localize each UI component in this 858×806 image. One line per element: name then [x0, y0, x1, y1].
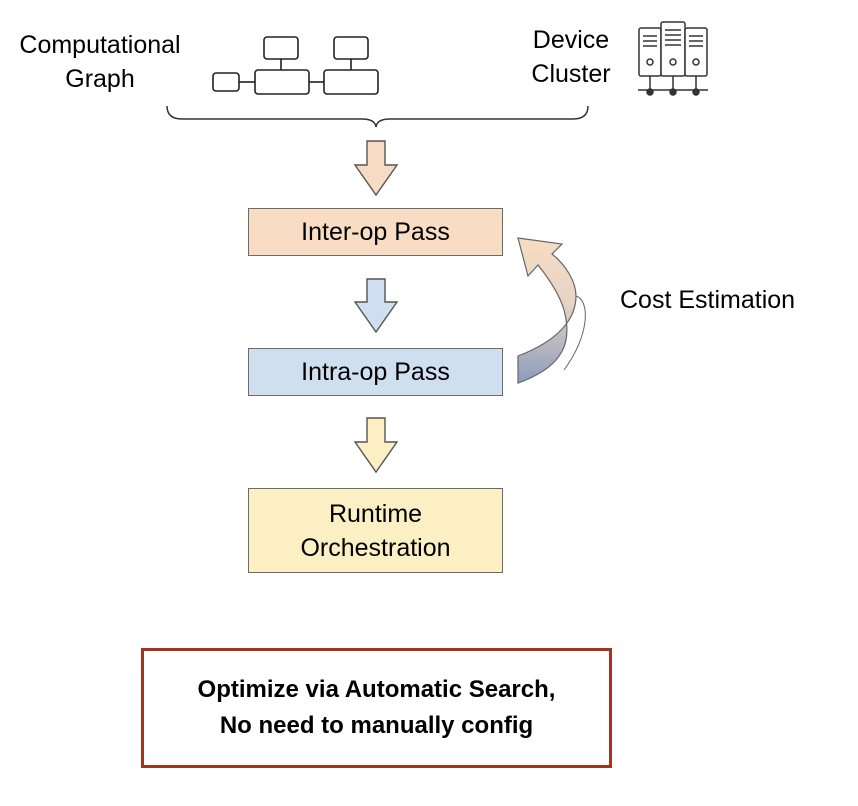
graph-label: Computational Graph: [0, 28, 200, 96]
down-arrow-icon: [353, 140, 399, 197]
summary-callout: Optimize via Automatic Search, No need t…: [141, 648, 612, 768]
intra-op-pass-box: Intra-op Pass: [248, 348, 503, 396]
cluster-label: Device Cluster: [512, 23, 630, 91]
inter-op-pass-label: Inter-op Pass: [301, 218, 450, 246]
callout-line1-prefix: Optimize via: [197, 676, 345, 703]
down-arrow-icon: [353, 417, 399, 474]
input-brace: [166, 105, 589, 128]
intra-op-pass-label: Intra-op Pass: [301, 358, 450, 386]
graph-icon: [212, 36, 379, 95]
graph-label-line1: Computational: [19, 31, 181, 59]
callout-line1-emphasis: Automatic Search,: [344, 676, 556, 703]
curved-feedback-arrow-icon: [517, 237, 577, 384]
callout-line1: Optimize via Automatic Search,: [198, 672, 556, 708]
cost-estimation-label: Cost Estimation: [620, 286, 796, 314]
inter-op-pass-box: Inter-op Pass: [248, 208, 503, 256]
server-cluster-icon: [638, 21, 708, 96]
runtime-orchestration-box: Runtime Orchestration: [248, 488, 503, 573]
cluster-label-line2: Cluster: [531, 60, 611, 88]
runtime-label-line2: Orchestration: [300, 533, 451, 562]
down-arrow-icon: [353, 278, 399, 334]
cluster-label-line1: Device: [532, 26, 610, 54]
callout-line2: No need to manually config: [219, 712, 534, 739]
graph-label-line2: Graph: [65, 65, 135, 93]
runtime-label-line1: Runtime: [328, 499, 423, 528]
